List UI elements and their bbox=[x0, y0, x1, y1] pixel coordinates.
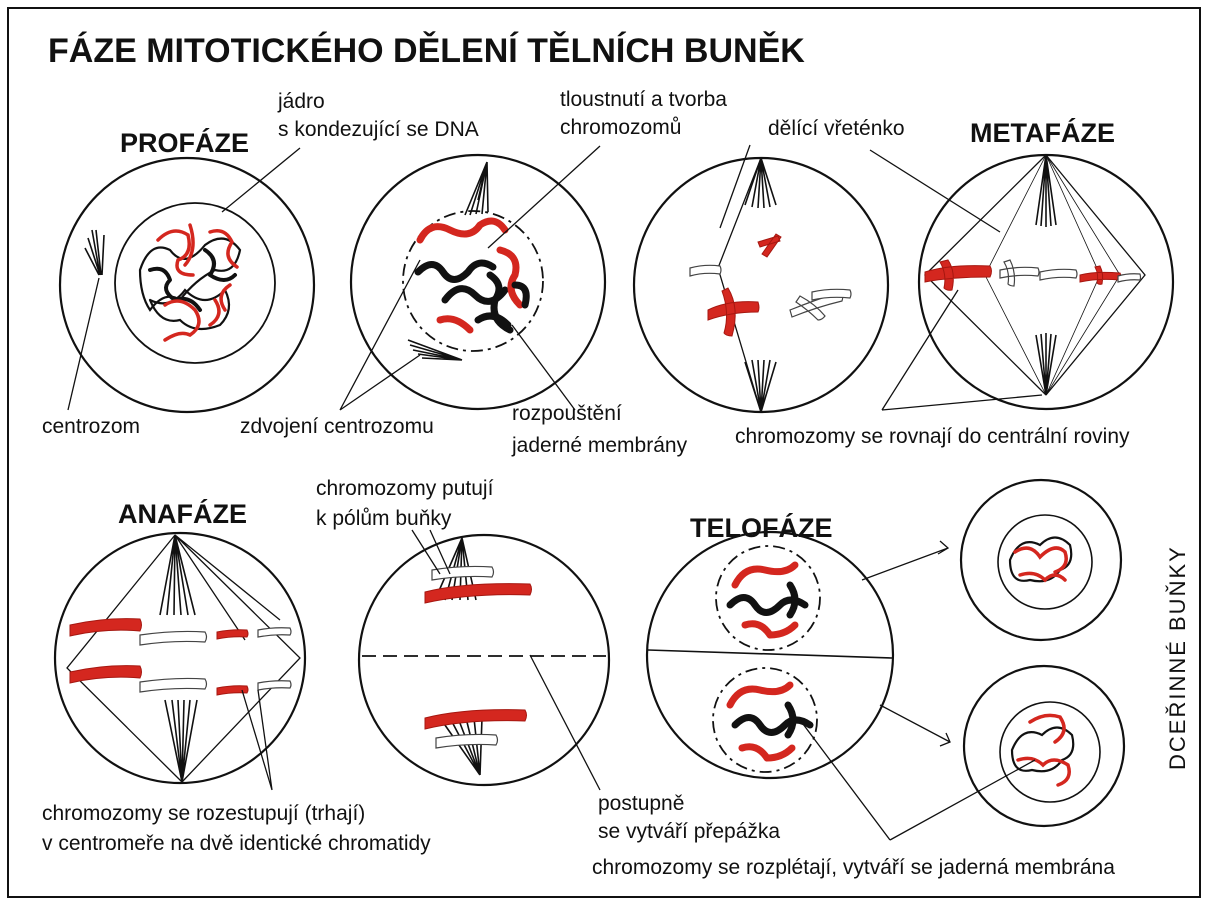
spindle-upper bbox=[745, 158, 776, 208]
cell-late-anaphase bbox=[359, 535, 609, 785]
label-dcerinne: DCEŘINNÉ BUŇKY bbox=[1165, 545, 1190, 770]
label-prepazka-2: se vytváří přepážka bbox=[598, 820, 780, 843]
label-delici-vretenko: dělící vřeténko bbox=[768, 117, 905, 140]
cell-telophase bbox=[647, 532, 893, 778]
phase-telophase: TELOFÁZE bbox=[690, 512, 833, 543]
daughter-nucleus-lower bbox=[730, 685, 810, 758]
arrow-to-daughter-lower bbox=[880, 705, 950, 746]
label-centrozom: centrozom bbox=[42, 415, 140, 438]
cell-anaphase bbox=[55, 533, 305, 783]
chromatin bbox=[140, 225, 240, 340]
label-jadro-2: s kondezující se DNA bbox=[278, 118, 479, 141]
daughter-nucleus-upper bbox=[730, 565, 805, 635]
centrosome-upper bbox=[465, 162, 488, 215]
label-rozpletaji: chromozomy se rozplétají, vytváří se jad… bbox=[592, 856, 1115, 879]
spindle-lower bbox=[745, 360, 776, 412]
phase-metaphase: METAFÁZE bbox=[970, 117, 1115, 148]
cell-prophase bbox=[60, 158, 314, 412]
cell-prometaphase bbox=[351, 155, 605, 409]
daughter-cell-upper bbox=[961, 480, 1121, 640]
label-prepazka-1: postupně bbox=[598, 792, 684, 815]
phase-prophase: PROFÁZE bbox=[120, 127, 249, 158]
cell-metaphase bbox=[919, 155, 1173, 409]
septum bbox=[648, 650, 892, 658]
phase-anaphase: ANAFÁZE bbox=[118, 498, 247, 529]
label-tloustnuti-1: tloustnutí a tvorba bbox=[560, 88, 727, 111]
label-tloustnuti-2: chromozomů bbox=[560, 116, 681, 139]
migrating-chromosomes bbox=[425, 566, 532, 748]
arrow-to-daughter-upper bbox=[862, 541, 948, 580]
chromosomes bbox=[690, 234, 851, 336]
label-putuji-1: chromozomy putují bbox=[316, 477, 494, 500]
label-rozpousteni-1: rozpouštění bbox=[512, 402, 622, 425]
aligned-chromosomes bbox=[925, 260, 1141, 290]
label-putuji-2: k pólům buňky bbox=[316, 507, 452, 530]
daughter-cell-lower bbox=[964, 666, 1124, 826]
label-rozestupuji-1: chromozomy se rozestupují (trhají) bbox=[42, 802, 365, 825]
label-rozpousteni-2: jaderné membrány bbox=[511, 434, 688, 457]
label-rovnaji: chromozomy se rovnají do centrální rovin… bbox=[735, 425, 1130, 448]
label-rozestupuji-2: v centromeře na dvě identické chromatidy bbox=[42, 832, 431, 855]
diagram-title: FÁZE MITOTICKÉHO DĚLENÍ TĚLNÍCH BUNĚK bbox=[48, 32, 805, 70]
label-zdvojeni: zdvojení centrozomu bbox=[240, 415, 434, 438]
cell-early-metaphase bbox=[634, 158, 888, 412]
separating-chromatids bbox=[70, 619, 291, 695]
condensing-chromosomes bbox=[418, 221, 526, 330]
centrosome bbox=[85, 230, 104, 275]
label-jadro-1: jádro bbox=[277, 90, 325, 113]
